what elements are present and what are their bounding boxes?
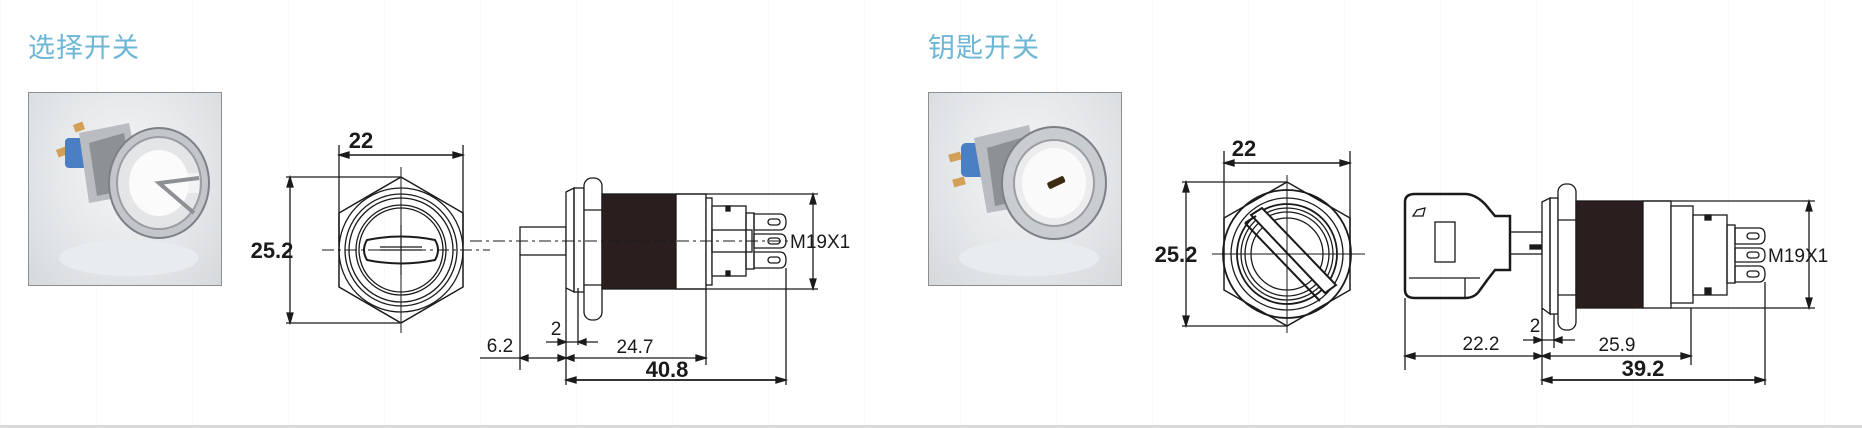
key-front-height-label: 25.2 [1155,242,1198,267]
key-switch-image [948,125,1107,276]
selector-panel-thickness-label: 2 [551,319,562,340]
selector-front-height-label: 25.2 [251,238,294,263]
key-front-view-drawing: 22 25.2 [1155,136,1365,333]
key-switch-photo [928,92,1122,286]
key-panel-thickness-label: 2 [1530,316,1541,337]
selector-switch-image [55,121,210,276]
selector-front-view-drawing: 22 25.2 [251,128,490,333]
key-shaft-length-label: 22.2 [1463,334,1500,355]
selector-side-view-drawing: M19X1 6.2 2 24.7 40.8 [470,177,850,385]
key-thread-label: M19X1 [1768,246,1828,267]
selector-shaft-length-label: 6.2 [487,336,513,357]
bottom-divider [0,425,1862,428]
section-title-key-switch: 钥匙开关 [928,33,1040,64]
key-body-length-label: 25.9 [1599,335,1636,356]
key-front-width-label: 22 [1232,136,1256,161]
selector-body-length-label: 24.7 [617,337,654,358]
key-total-length-label: 39.2 [1622,356,1665,381]
selector-total-length-label: 40.8 [646,357,689,382]
selector-switch-photo [28,92,222,286]
selector-thread-label: M19X1 [790,232,850,253]
selector-front-width-label: 22 [349,128,373,153]
key-side-view-drawing: M19X1 22.2 2 25.9 39.2 [1402,183,1828,385]
section-title-selector-switch: 选择开关 [28,33,140,64]
